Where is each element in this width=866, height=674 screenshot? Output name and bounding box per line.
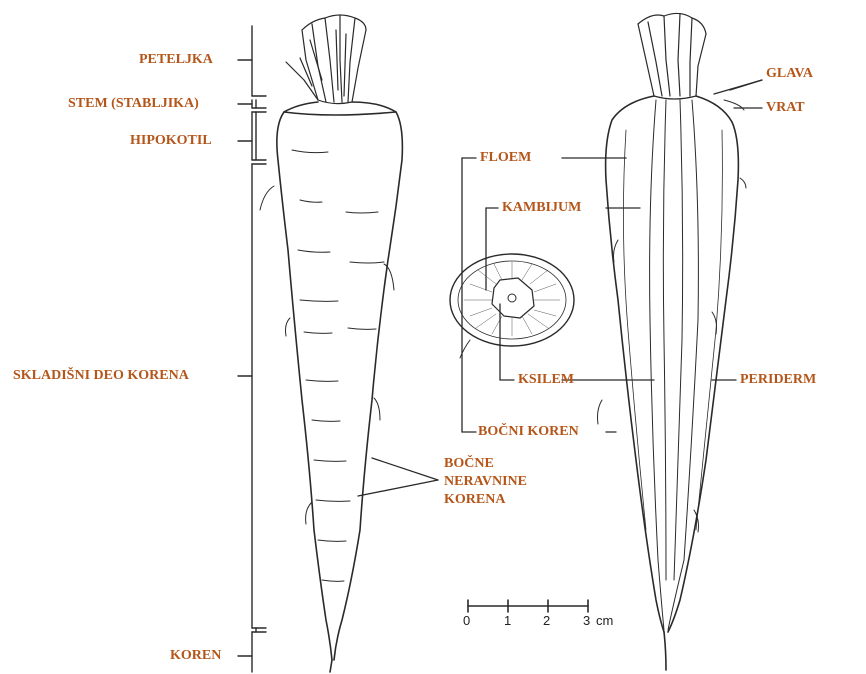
- left-carrot-leaf-stalks: [286, 15, 366, 104]
- bocne-pointers: [358, 458, 438, 496]
- scale-tick-0: 0: [463, 614, 470, 628]
- left-bracket: [238, 26, 266, 672]
- left-carrot-body: [277, 102, 403, 672]
- label-periderm: PERIDERM: [740, 372, 816, 388]
- label-skladisni-deo-korena: SKLADIŠNI DEO KORENA: [13, 368, 189, 384]
- cross-section: [450, 254, 574, 358]
- label-glava: GLAVA: [766, 66, 813, 82]
- label-floem: FLOEM: [480, 150, 531, 166]
- scale-tick-1: 1: [504, 614, 511, 628]
- label-bocni-koren: BOČNI KOREN: [478, 424, 579, 440]
- label-koren: KOREN: [170, 648, 221, 664]
- label-ksilem: KSILEM: [518, 372, 574, 388]
- label-peteljka: PETELJKA: [139, 52, 213, 68]
- label-stem: STEM (STABLJIKA): [68, 96, 199, 112]
- label-bocne-line3: KORENA: [444, 492, 505, 508]
- scale-tick-2: 2: [543, 614, 550, 628]
- scale-tick-3: 3: [583, 614, 590, 628]
- label-hipokotil: HIPOKOTIL: [130, 133, 212, 149]
- label-bocne-line2: NERAVNINE: [444, 474, 527, 490]
- label-vrat: VRAT: [766, 100, 805, 116]
- right-carrot-top: [638, 13, 706, 99]
- left-carrot-rings: [260, 150, 394, 581]
- scale-bar: [468, 600, 588, 612]
- label-kambijum: KAMBIJUM: [502, 200, 581, 216]
- label-bocne-line1: BOČNE: [444, 456, 494, 472]
- right-carrot-core: [598, 100, 747, 630]
- right-carrot-body: [606, 96, 739, 670]
- scale-unit: cm: [596, 614, 613, 628]
